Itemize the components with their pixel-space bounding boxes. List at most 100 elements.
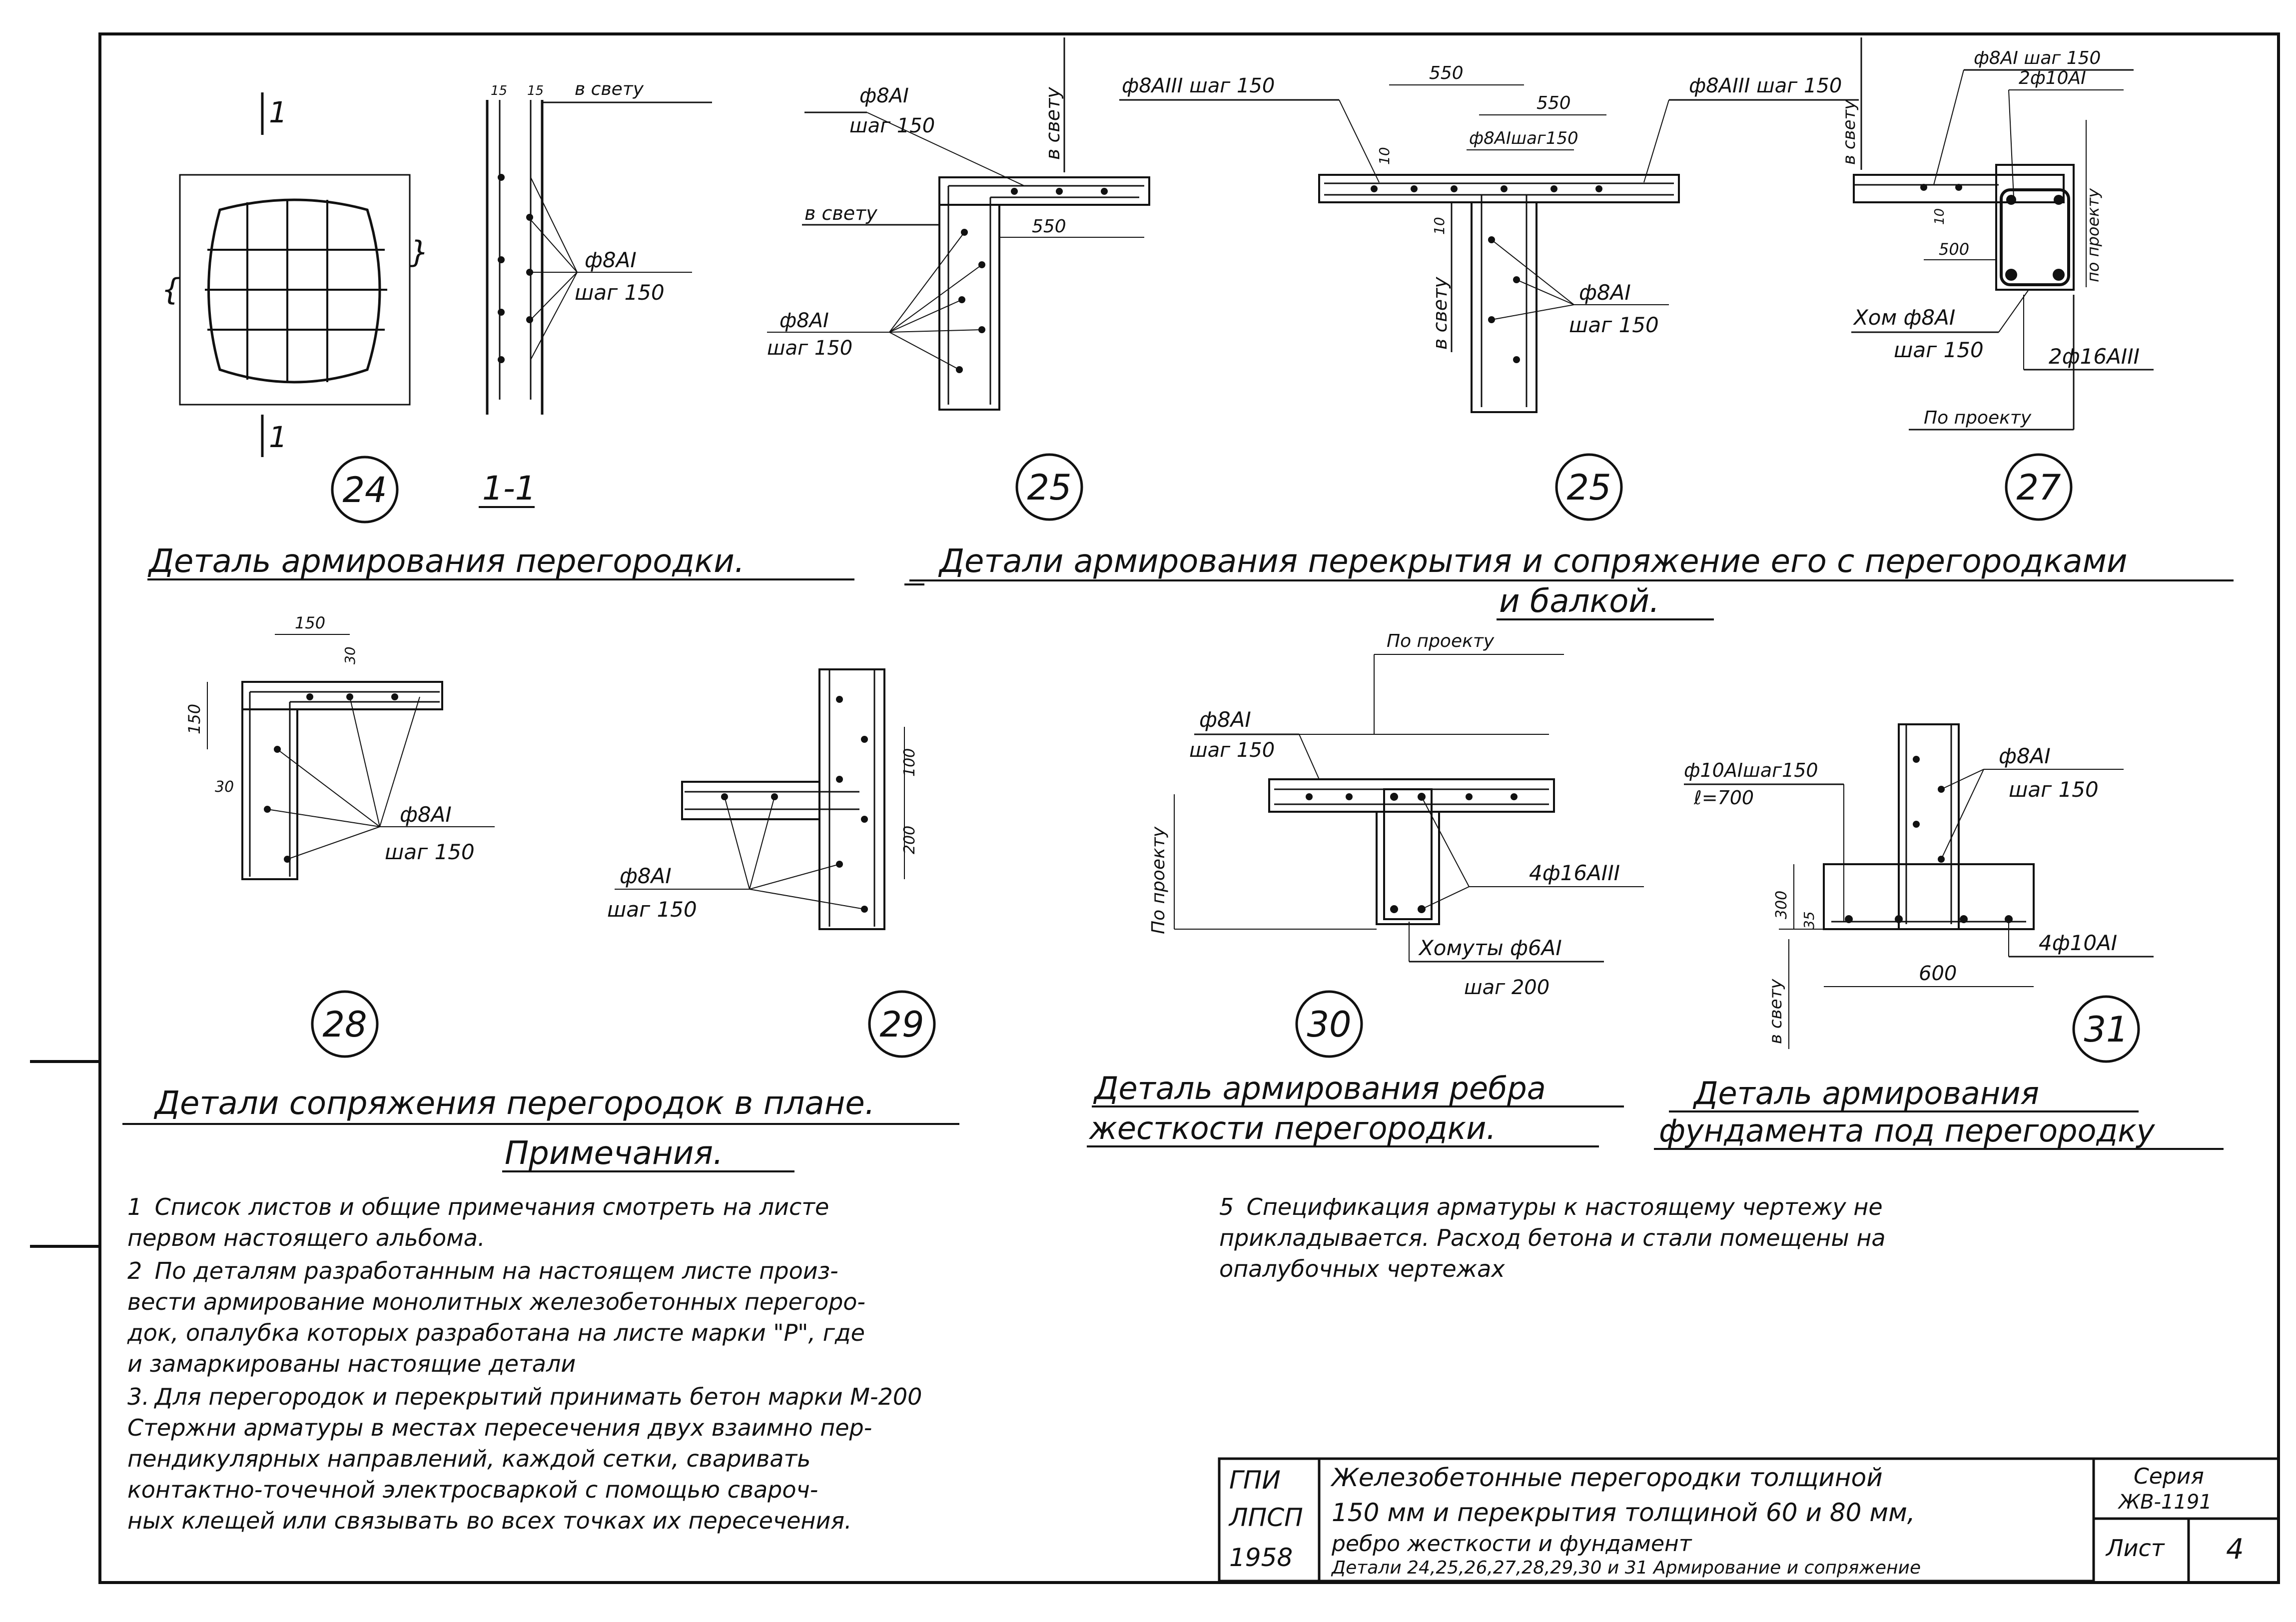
title-line-3: ребро жесткости и фундамент <box>1331 1531 1692 1557</box>
note-2-line-2: вести армирование монолитных железобетон… <box>127 1288 866 1315</box>
v-svetu-v-25: в свету <box>1042 87 1064 160</box>
rebar-28: ф8АI <box>400 802 452 827</box>
dim-300-31: 300 <box>1773 891 1790 919</box>
note-1-number: 1 <box>127 1193 142 1220</box>
note-1: 1 Список листов и общие примечания смотр… <box>127 1191 1217 1253</box>
dim-15b: 15 <box>527 83 544 98</box>
org-line-1: ГПИ <box>1229 1466 1281 1495</box>
step-stem-25b: шаг 150 <box>1569 313 1659 337</box>
step-28: шаг 150 <box>385 840 475 864</box>
step-label: шаг 150 <box>575 280 665 305</box>
note-3-line-4: контактно-точечной электросваркой с помо… <box>127 1476 818 1503</box>
dim-200-29: 200 <box>901 826 918 854</box>
dim-10-27: 10 <box>1932 208 1947 225</box>
detail-27: в свету ф8АI шаг 150 2ф10АI 10 500 по пр… <box>1839 37 2154 521</box>
notes-left: 1 Список листов и общие примечания смотр… <box>127 1191 1217 1538</box>
dim-500-27: 500 <box>1939 240 1969 259</box>
rebar-16-27: 2ф16АIII <box>2049 344 2140 369</box>
detail-number-28: 28 <box>322 1004 367 1045</box>
note-3-number: 3. <box>127 1383 149 1410</box>
note-2-line-3: док, опалубка которых разработана на лис… <box>127 1319 865 1346</box>
caption-detail-28: Детали сопряжения перегородок в плане. <box>153 1085 875 1122</box>
note-5-number: 5 <box>1219 1193 1234 1220</box>
note-1-line-1: Список листов и общие примечания смотрет… <box>154 1193 829 1220</box>
caption-detail-31-line2: фундамента под перегородку <box>1659 1112 2156 1149</box>
svg-text:{: { <box>161 272 180 307</box>
dim-550-25: 550 <box>1032 216 1066 237</box>
detail-31: ф10АIшаг150 ℓ=700 ф8АI шаг 150 300 35 4ф… <box>1684 723 2154 1063</box>
section-label-1-1: 1-1 <box>482 469 536 508</box>
rebar-mid-25b: ф8АIшаг150 <box>1469 128 1578 148</box>
detail-number-25-right: 25 <box>1566 467 1611 508</box>
title-line-1: Железобетонные перегородки толщиной <box>1330 1463 1883 1492</box>
detail-30: По проекту ф8АI шаг 150 По проекту 4ф16А… <box>1148 631 1644 1058</box>
dim-600-31: 600 <box>1919 962 1957 985</box>
rebar-16-30: 4ф16АIII <box>1529 861 1620 885</box>
detail-28: 150 150 30 30 ф8АI шаг 150 28 <box>185 613 495 1058</box>
dim-550a-25b: 550 <box>1429 63 1464 83</box>
dim-150a-28: 150 <box>295 613 325 632</box>
svg-text:}: } <box>410 235 429 270</box>
rebar-top-27: ф8АI шаг 150 <box>1974 48 2101 68</box>
dim-100-29: 100 <box>901 748 918 777</box>
step-29: шаг 150 <box>607 897 697 922</box>
dim-10a-25b: 10 <box>1376 147 1393 165</box>
step-h-30: шаг 200 <box>1464 976 1549 999</box>
org-line-3: 1958 <box>1229 1543 1293 1572</box>
rebar-10-31: ф10АIшаг150 <box>1684 759 1818 781</box>
step-30: шаг 150 <box>1189 739 1275 762</box>
po-proektu-h-27: По проекту <box>1924 408 2032 428</box>
dim-35-31: 35 <box>1801 911 1817 929</box>
notes-heading: Примечания. <box>505 1135 723 1172</box>
note-2-line-1: По деталям разработанным на настоящем ли… <box>154 1257 838 1284</box>
caption-detail-25-line1: Детали армирования перекрытия и сопряжен… <box>938 543 2127 580</box>
notes-right: 5 Спецификация арматуры к настоящему чер… <box>1219 1191 2249 1286</box>
detail-number-30: 30 <box>1307 1004 1351 1045</box>
detail-24: 1 1 { } 15 15 в свету ф8АI шаг 150 24 1-… <box>161 79 712 524</box>
rebar-stem-25b: ф8АI <box>1579 280 1631 305</box>
sheet-label: Лист <box>2105 1535 2165 1562</box>
step-top-25: шаг 150 <box>849 114 935 137</box>
note-3: 3. Для перегородок и перекрытий принимат… <box>127 1381 1217 1536</box>
rebar-bot-25: ф8АI <box>779 309 829 332</box>
v-svetu-25b: в свету <box>1429 277 1451 350</box>
note-2-line-4: и замаркированы настоящие детали <box>127 1350 576 1377</box>
rebar-4-31: 4ф10АI <box>2039 931 2117 955</box>
dim-30a-28: 30 <box>342 646 358 664</box>
detail-number-31: 31 <box>2084 1009 2128 1050</box>
org-line-2: ЛПСП <box>1228 1503 1303 1532</box>
step-27: шаг 150 <box>1894 338 1984 362</box>
detail-number-24: 24 <box>342 470 387 511</box>
series-value: ЖВ-1191 <box>2117 1491 2212 1514</box>
step-bot-25: шаг 150 <box>767 337 852 360</box>
dim-10b-25b: 10 <box>1431 217 1448 235</box>
detail-number-29: 29 <box>879 1004 924 1045</box>
v-svetu-27: в свету <box>1839 99 1859 165</box>
note-2: 2 По деталям разработанным на настоящем … <box>127 1255 1217 1379</box>
v-svetu-h-25: в свету <box>804 202 877 224</box>
dim-30b-28: 30 <box>215 778 234 796</box>
detail-number-25-left: 25 <box>1027 467 1071 508</box>
note-5-line-1: Спецификация арматуры к настоящему черте… <box>1246 1193 1883 1220</box>
detail-25-right: ф8АIII шаг 150 550 550 ф8АIшаг150 ф8АIII… <box>1119 63 1859 521</box>
title-line-2: 150 мм и перекрытия толщиной 60 и 80 мм, <box>1332 1498 1915 1527</box>
v-svetu-31: в свету <box>1766 979 1786 1044</box>
rebar-left-25b: ф8АIII шаг 150 <box>1122 74 1275 97</box>
rebar-8-31: ф8АI <box>1999 744 2051 768</box>
rebar-label: ф8АI <box>585 248 637 272</box>
title-line-4: Детали 24,25,26,27,28,29,30 и 31 Армиров… <box>1331 1558 1921 1578</box>
detail-number-27: 27 <box>2016 467 2061 508</box>
homut-27: Хом ф8АI <box>1853 305 1955 330</box>
caption-detail-31-line1: Деталь армирования <box>1692 1075 2039 1111</box>
homut-30: Хомуты ф6АI <box>1418 936 1562 960</box>
dim-150b-28: 150 <box>185 704 204 734</box>
note-1-line-2: первом настоящего альбома. <box>127 1224 485 1251</box>
note-5: 5 Спецификация арматуры к настоящему чер… <box>1219 1191 2249 1284</box>
caption-detail-30-line2: жесткости перегородки. <box>1088 1110 1496 1146</box>
note-2-number: 2 <box>127 1257 142 1284</box>
section-mark-bottom: 1 <box>269 420 287 454</box>
rebar-2-27: 2ф10АI <box>2019 68 2086 88</box>
caption-detail-25-line2: и балкой. <box>1499 583 1659 620</box>
sheet-frame <box>98 32 2280 1584</box>
